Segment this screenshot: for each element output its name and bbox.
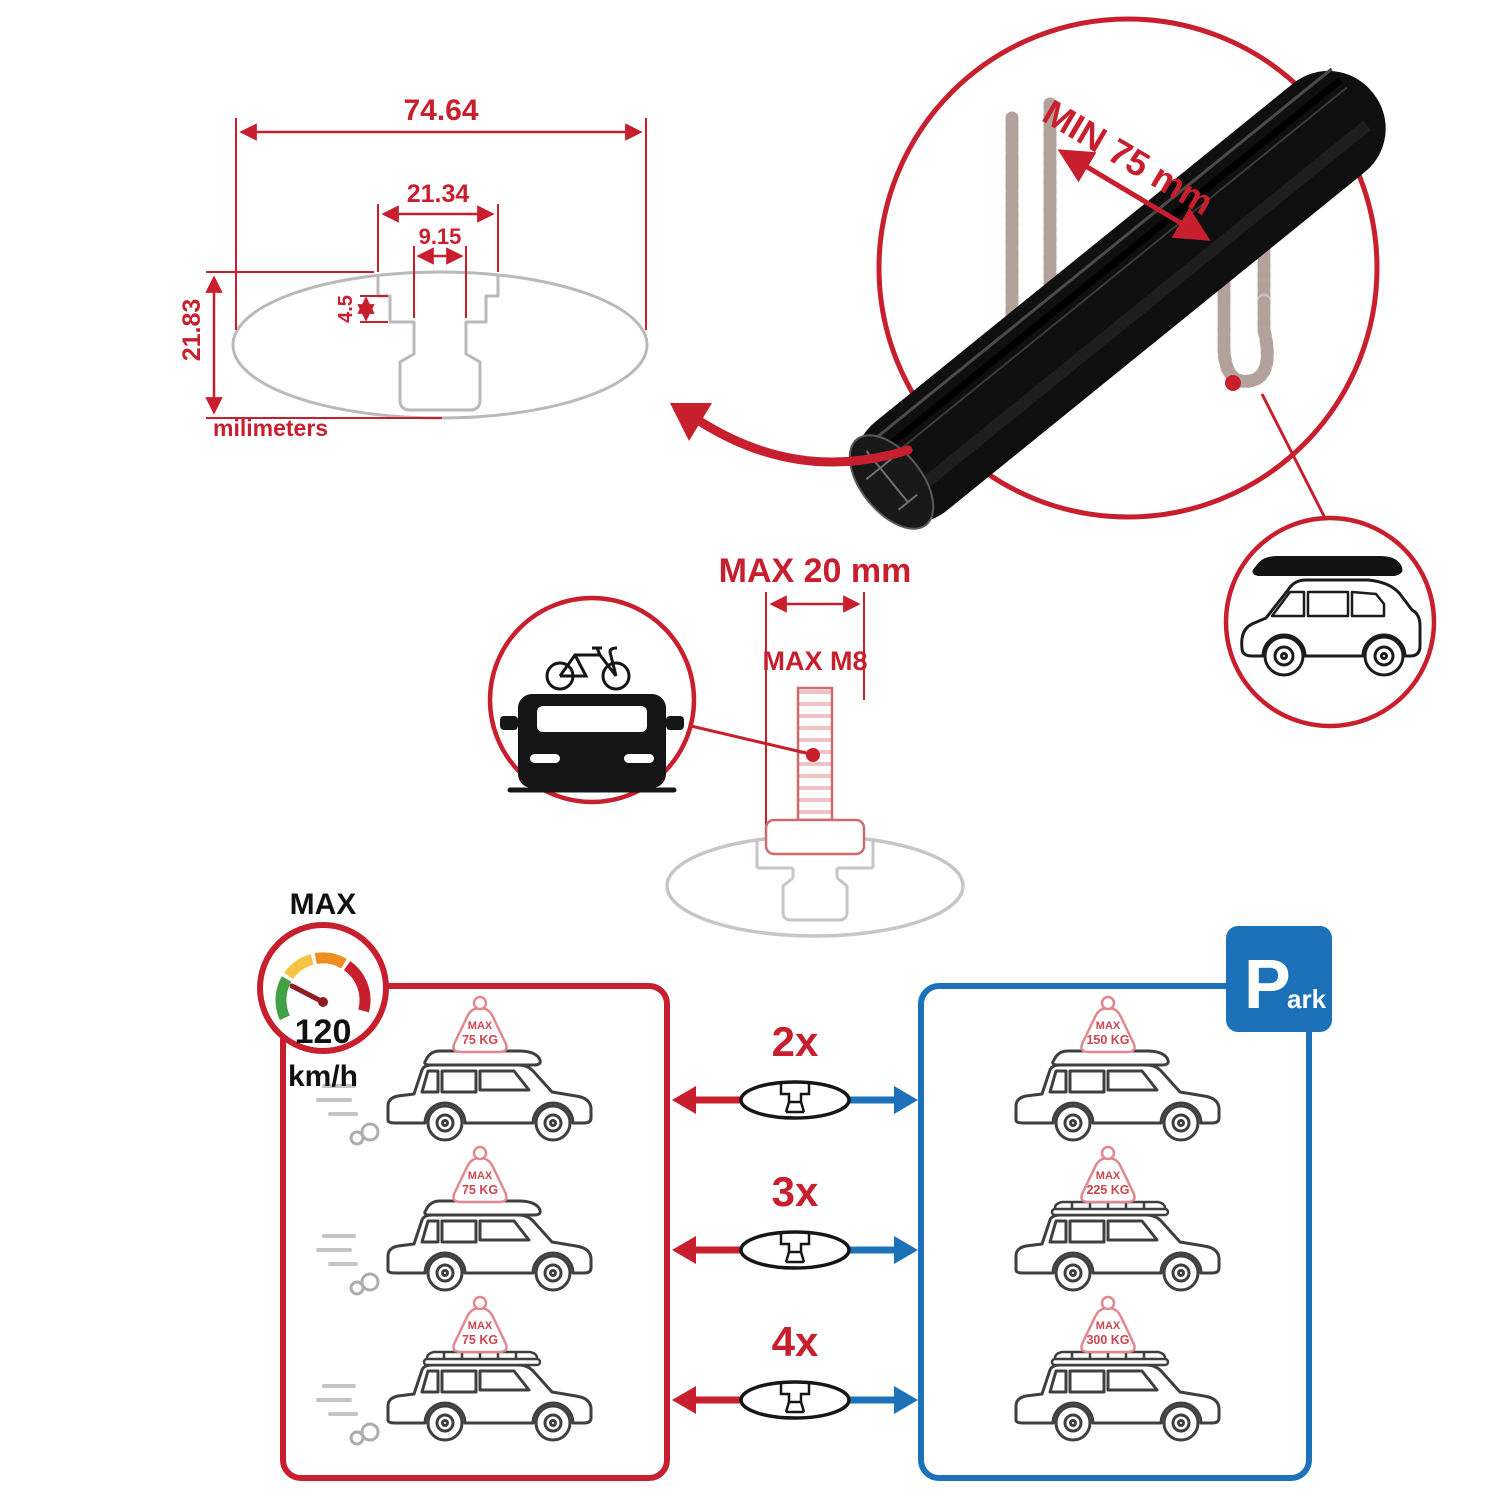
park-sign-p: P	[1244, 945, 1291, 1023]
profile-dimension-diagram: 74.64 21.34 9.15 4.5 21.83 milimeters	[178, 94, 649, 441]
park-sign-suffix: ark	[1287, 984, 1327, 1014]
roof-basket	[422, 1350, 542, 1367]
roofbox-car-detail	[1223, 515, 1437, 729]
right-arrowhead	[894, 1386, 918, 1414]
right-arrowhead	[894, 1236, 918, 1264]
speed-value: 120	[295, 1013, 352, 1051]
roof-load-badge: MAX 150 KG	[1080, 995, 1136, 1054]
gauge-needle	[289, 983, 326, 1005]
multiplier-row-2x: 2x	[672, 1018, 918, 1120]
left-arrowhead	[672, 1236, 696, 1264]
badge-max-label: MAX	[468, 1320, 493, 1332]
badge-max-label: MAX	[468, 1170, 493, 1182]
gauge-arc	[275, 952, 371, 1021]
bolt-leader-line	[690, 724, 811, 756]
speed-limit-gauge: MAX 120 km/h	[257, 888, 389, 1093]
parked-panel: MAX 150 KG MAX 225 KG MAX 300 KG	[918, 983, 1312, 1481]
roof-load-badge: MAX 75 KG	[452, 1145, 508, 1204]
roof-basket	[1050, 1350, 1170, 1367]
detail-connector-line	[1260, 393, 1328, 521]
car-front-view	[500, 694, 684, 793]
driving-car-row-3: MAX 75 KG	[316, 1295, 593, 1446]
suv-wheels	[1263, 635, 1405, 677]
park-sign: P ark	[1226, 926, 1332, 1032]
crossbar-profile-icon	[739, 1080, 851, 1120]
speed-max-label: MAX	[290, 888, 357, 921]
suv-windows	[1270, 590, 1386, 618]
detail-circle	[876, 16, 1380, 520]
profile-t-slot	[376, 276, 500, 412]
badge-max-label: MAX	[1096, 1320, 1121, 1332]
slot-width-value: 9.15	[419, 224, 462, 249]
badge-weight-label: 150 KG	[1086, 1033, 1129, 1047]
lip-depth-value: 4.5	[335, 295, 357, 323]
t-bolt-head	[764, 818, 866, 856]
bolt-thread-label: MAX M8	[762, 646, 867, 676]
u-bolt-clamp-right-front	[1217, 293, 1274, 388]
parked-car-row-2: MAX 225 KG	[1014, 1145, 1221, 1292]
crossbar-profile-icon	[739, 1230, 851, 1270]
min-span-arrow	[1057, 149, 1211, 241]
bolt-max-width-label: MAX 20 mm	[719, 552, 912, 590]
profile-slot-faded	[755, 838, 875, 922]
crossbar-profile-icon	[739, 1380, 851, 1420]
park-sign-board	[1226, 926, 1332, 1032]
multiplier-row-4x: 4x	[672, 1318, 918, 1420]
parked-car-row-3: MAX 300 KG	[1014, 1295, 1221, 1442]
driving-car-row-1: MAX 75 KG	[316, 995, 593, 1146]
gauge-circle	[257, 922, 389, 1054]
roof-load-badge: MAX 75 KG	[452, 1295, 508, 1354]
profile-ellipse	[231, 270, 649, 420]
roof-basket	[1050, 1200, 1170, 1217]
bolt-diagram: MAX 20 mm MAX M8	[665, 552, 965, 938]
clamp-point-dot	[1225, 375, 1241, 391]
total-width-value: 74.64	[403, 94, 478, 127]
driving-car-row-2: MAX 75 KG	[316, 1145, 593, 1296]
driving-panel: MAX 75 KG MAX 75 KG	[280, 983, 670, 1481]
badge-weight-label: 75 KG	[462, 1183, 498, 1197]
badge-weight-label: 300 KG	[1086, 1333, 1129, 1347]
badge-max-label: MAX	[1096, 1170, 1121, 1182]
right-arrowhead	[894, 1086, 918, 1114]
badge-max-label: MAX	[1096, 1020, 1121, 1032]
bolt-point-dot	[806, 748, 820, 762]
channel-width-value: 21.34	[407, 180, 470, 208]
crossbar-render	[848, 67, 1386, 530]
multiplier-rows: 2x 3x 4x	[672, 1018, 918, 1420]
bike-car-detail	[487, 595, 697, 805]
parked-car-row-1: MAX 150 KG	[1014, 995, 1221, 1142]
bicycle-icon	[545, 646, 631, 691]
roof-cargo-box	[1252, 556, 1403, 576]
total-height-value: 21.83	[178, 299, 206, 362]
crossbar-detail: MIN 75 mm	[670, 16, 1386, 530]
gauge-needle-pivot	[318, 997, 328, 1007]
multiplier-label: 3x	[772, 1168, 819, 1215]
t-bolt	[764, 686, 866, 856]
roof-load-badge: MAX 225 KG	[1080, 1145, 1136, 1204]
badge-weight-label: 225 KG	[1086, 1183, 1129, 1197]
left-arrowhead	[672, 1386, 696, 1414]
multiplier-row-3x: 3x	[672, 1168, 918, 1270]
badge-weight-label: 75 KG	[462, 1033, 498, 1047]
min-span-label: MIN 75 mm	[1036, 91, 1221, 223]
badge-weight-label: 75 KG	[462, 1333, 498, 1347]
multiplier-label: 2x	[772, 1018, 819, 1065]
units-label: milimeters	[213, 415, 328, 441]
pointer-arrow-to-profile	[670, 403, 913, 467]
left-arrowhead	[672, 1086, 696, 1114]
badge-max-label: MAX	[468, 1020, 493, 1032]
multiplier-label: 4x	[772, 1318, 819, 1365]
roof-load-badge: MAX 300 KG	[1080, 1295, 1136, 1354]
roof-load-badge: MAX 75 KG	[452, 995, 508, 1054]
speed-unit: km/h	[288, 1060, 358, 1093]
